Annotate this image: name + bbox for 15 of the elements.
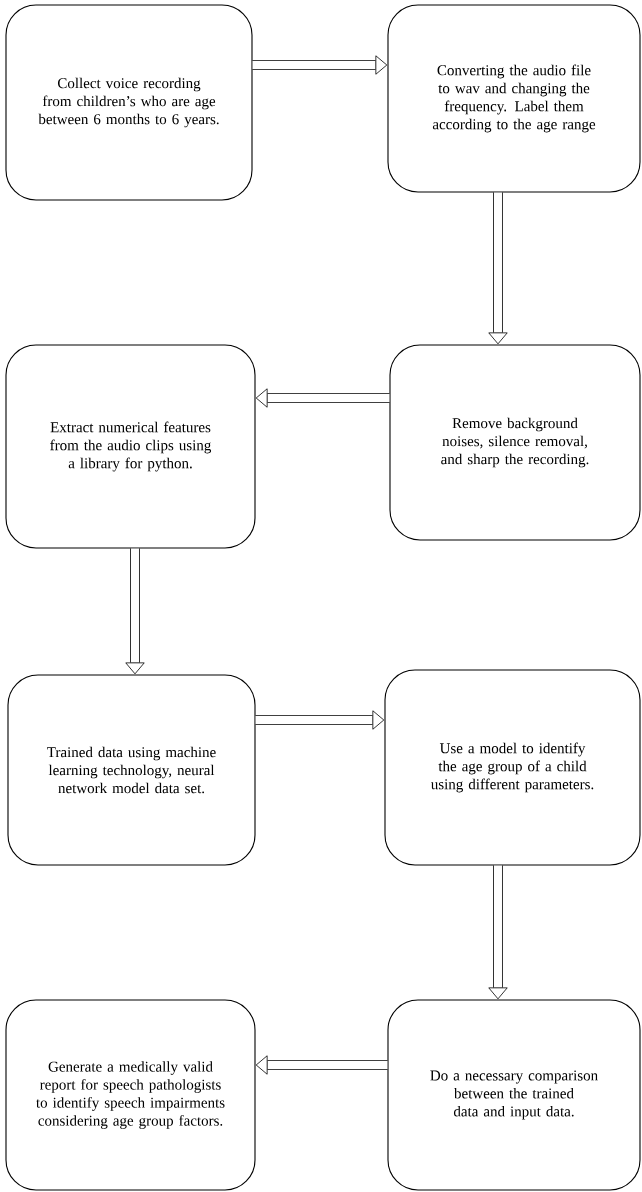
process-box: Trained data using machine learning technology, neural network model data set. bbox=[7, 674, 256, 866]
process-box: Converting the audio file to wav and changing the frequency. Label them according to the age range bbox=[387, 4, 641, 193]
process-box: Generate a medically valid report for speech pathologists to identify speech impairments considering age group factors. bbox=[5, 999, 256, 1191]
process-box: Do a necessary comparison between the trained data and input data. bbox=[387, 999, 641, 1191]
block-arrow bbox=[252, 55, 388, 75]
process-box: Remove background noises, silence removal, and sharp the recording. bbox=[389, 344, 641, 541]
process-box: Use a model to identify the age group of a child using different parameters. bbox=[384, 669, 641, 866]
block-arrow bbox=[255, 388, 390, 408]
block-arrow bbox=[255, 710, 385, 730]
block-arrow bbox=[125, 548, 145, 675]
block-arrow bbox=[255, 1055, 388, 1075]
process-box: Extract numerical features from the audio clips using a library for python. bbox=[5, 344, 256, 549]
block-arrow bbox=[488, 192, 508, 345]
block-arrow bbox=[488, 865, 508, 1000]
process-box: Collect voice recording from children’s who are age between 6 months to 6 years. bbox=[5, 4, 253, 201]
